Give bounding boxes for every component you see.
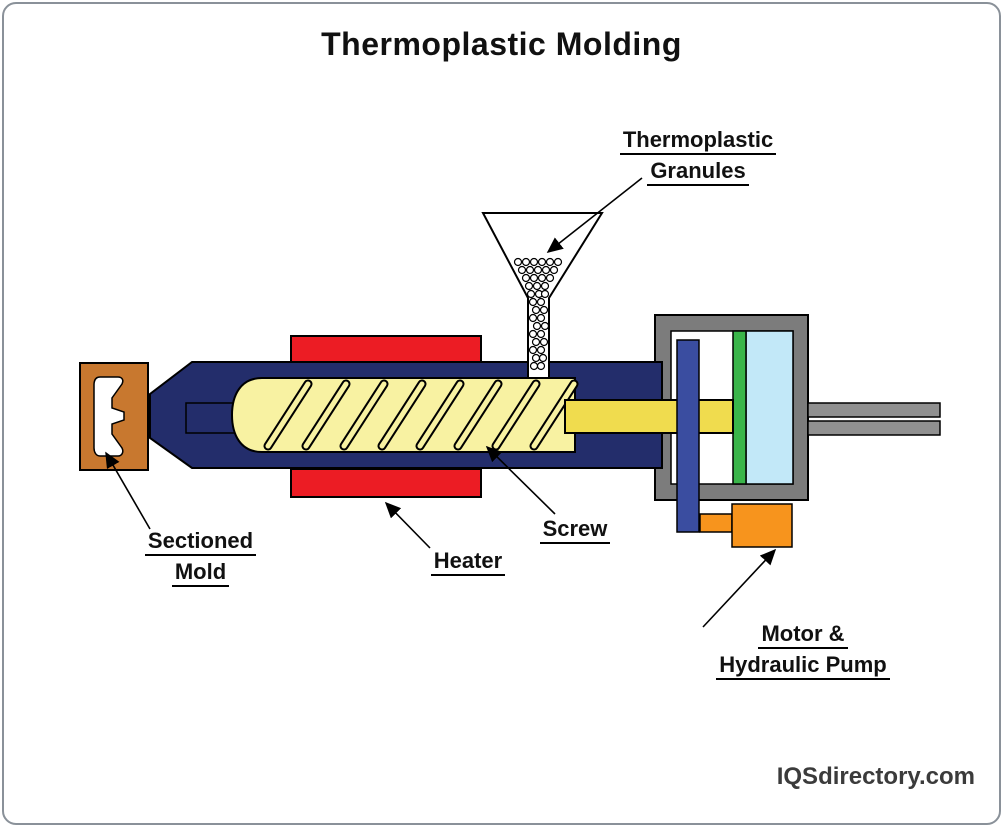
- screw-shaft: [564, 399, 734, 434]
- screw-flights: [263, 379, 579, 451]
- pump-connector: [699, 513, 733, 533]
- label-motor-hydraulic-pump: Motor & Hydraulic Pump: [698, 620, 908, 682]
- granules-arrow: [546, 177, 643, 253]
- screw-flight-fill: [417, 381, 463, 449]
- label-line: Mold: [171, 560, 230, 588]
- label-line: Thermoplastic: [619, 127, 777, 156]
- heater-band-bottom: [290, 468, 482, 498]
- heater-arrow: [384, 501, 431, 549]
- tie-rod-top: [807, 402, 941, 418]
- motor-arrow: [702, 548, 777, 628]
- label-line: Granules: [647, 159, 749, 187]
- screw-flight-fill: [493, 381, 539, 449]
- leader-arrows: [105, 177, 777, 628]
- page-title: Thermoplastic Molding: [321, 26, 682, 62]
- hydraulic-cylinder-panel: [745, 330, 794, 485]
- watermark: IQSdirectory.com: [776, 763, 975, 790]
- granules: [513, 257, 563, 371]
- hydraulic-rod-blue: [676, 339, 700, 533]
- screw-flight-fill: [379, 381, 425, 449]
- heater-band-top: [290, 335, 482, 364]
- label-screw: Screw: [530, 515, 620, 546]
- nozzle-block: [185, 402, 237, 434]
- label-line: Sectioned: [144, 528, 257, 557]
- label-line: Motor &: [758, 621, 848, 650]
- screw-flight-fill: [341, 381, 387, 449]
- label-thermoplastic-granules: Thermoplastic Granules: [598, 126, 798, 188]
- label-sectioned-mold: Sectioned Mold: [128, 527, 273, 589]
- mold-arrow: [105, 451, 151, 530]
- label-line: Screw: [539, 516, 611, 545]
- tie-rod-bottom: [807, 420, 941, 436]
- screw-arrow: [485, 445, 556, 515]
- motor-hydraulic-pump: [731, 503, 793, 548]
- label-line: Hydraulic Pump: [716, 653, 890, 681]
- piston-plate-green: [732, 330, 747, 485]
- screw-flight-fill: [265, 381, 311, 449]
- label-line: Heater: [430, 548, 506, 577]
- screw-flight-fill: [455, 381, 501, 449]
- mold-cavity: [93, 376, 125, 457]
- label-heater: Heater: [413, 547, 523, 578]
- screw-flight-fill: [303, 381, 349, 449]
- screw-flight-fill: [531, 381, 577, 449]
